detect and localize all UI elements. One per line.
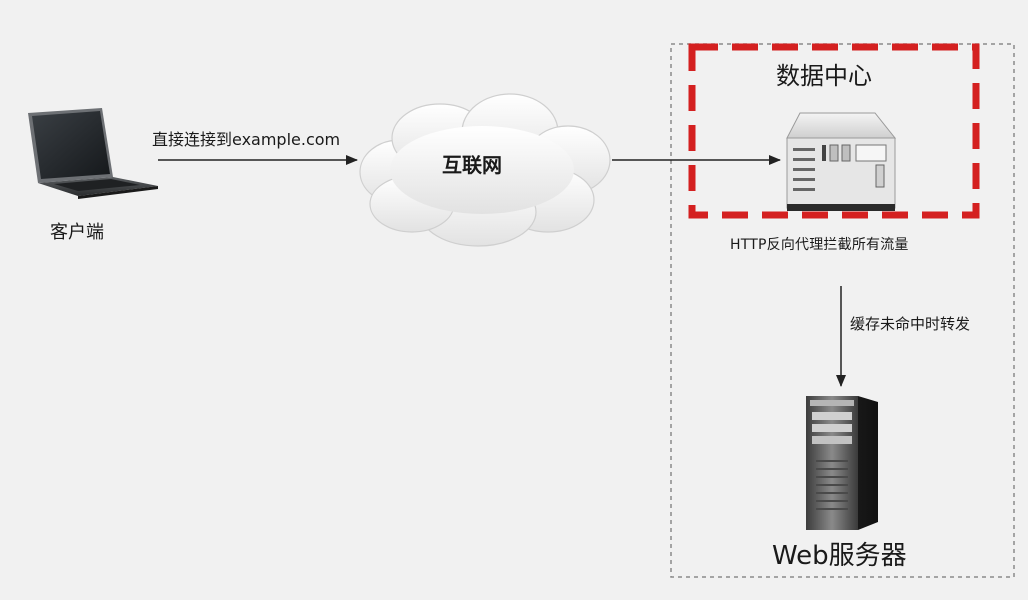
cloud-icon (359, 93, 611, 247)
outer-dashed-boundary (670, 43, 1015, 578)
client-label: 客户端 (50, 222, 104, 243)
proxy-server-icon (786, 112, 897, 211)
laptop-icon (28, 108, 158, 199)
web-server-label: Web服务器 (772, 541, 907, 571)
datacenter-box (688, 43, 980, 219)
tower-server-icon (806, 396, 878, 530)
proxy-to-web-edge-label: 缓存未命中时转发 (850, 315, 971, 333)
datacenter-label: 数据中心 (776, 62, 872, 90)
internet-label: 互联网 (442, 153, 502, 177)
proxy-label: HTTP反向代理拦截所有流量 (730, 237, 909, 253)
client-to-internet-edge-label: 直接连接到example.com (152, 130, 341, 149)
